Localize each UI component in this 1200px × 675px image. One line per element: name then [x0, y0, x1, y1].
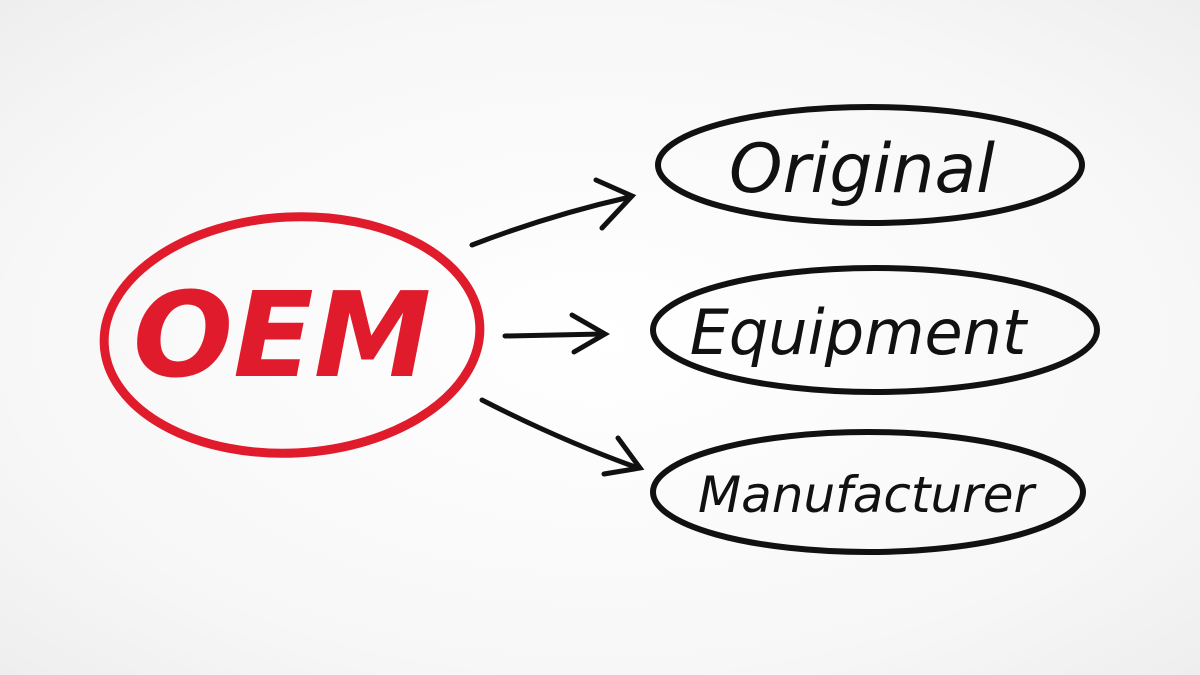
arrowhead-manufacturer [601, 435, 645, 477]
term-equipment: Equipment [650, 265, 1100, 395]
manufacturer-ellipse [650, 429, 1086, 555]
equipment-ellipse [650, 265, 1100, 395]
arrow-to-equipment [502, 331, 606, 339]
arrow-to-original [469, 194, 633, 248]
term-original: Original [655, 104, 1085, 226]
arrow-to-manufacturer [479, 397, 641, 471]
term-manufacturer: Manufacturer [650, 429, 1086, 555]
original-ellipse [655, 104, 1085, 226]
oem-node: OEM [99, 212, 485, 458]
oem-label: OEM [133, 266, 431, 404]
equipment-label: Equipment [690, 296, 1029, 369]
arrows [469, 177, 645, 477]
original-label: Original [729, 130, 995, 209]
manufacturer-label: Manufacturer [698, 466, 1038, 524]
oem-ellipse [99, 212, 485, 458]
arrowhead-original [593, 177, 637, 231]
arrowhead-equipment [569, 312, 610, 355]
